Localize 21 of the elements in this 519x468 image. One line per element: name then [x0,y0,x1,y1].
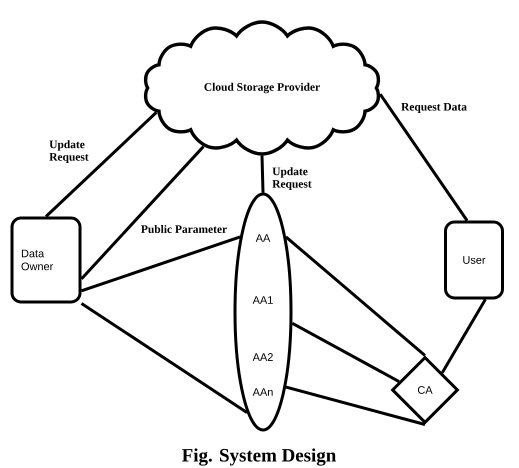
node-label: AA1 [252,296,273,304]
connector-line [80,146,205,280]
edge-label: Public Parameter [140,224,228,234]
node-label: AA [256,234,270,242]
connector-line [284,236,426,357]
rounded-box: Data Owner [10,216,82,304]
edge-label: Update Request [271,166,318,192]
node-label: AAn [252,388,273,396]
node-label: AA2 [252,353,273,361]
connector-line [378,93,468,222]
connector-line [292,322,400,383]
connector-line [81,236,241,292]
edge-label: Update Request [48,139,94,164]
caption: Fig. System Design [182,448,336,466]
rounded-box: User [444,220,504,300]
connector-line [80,302,248,414]
edge-label: Request Data [400,102,468,114]
connector-line [440,298,487,374]
connector-line [286,386,426,426]
connector-line [44,111,158,218]
connector-line [260,156,264,193]
